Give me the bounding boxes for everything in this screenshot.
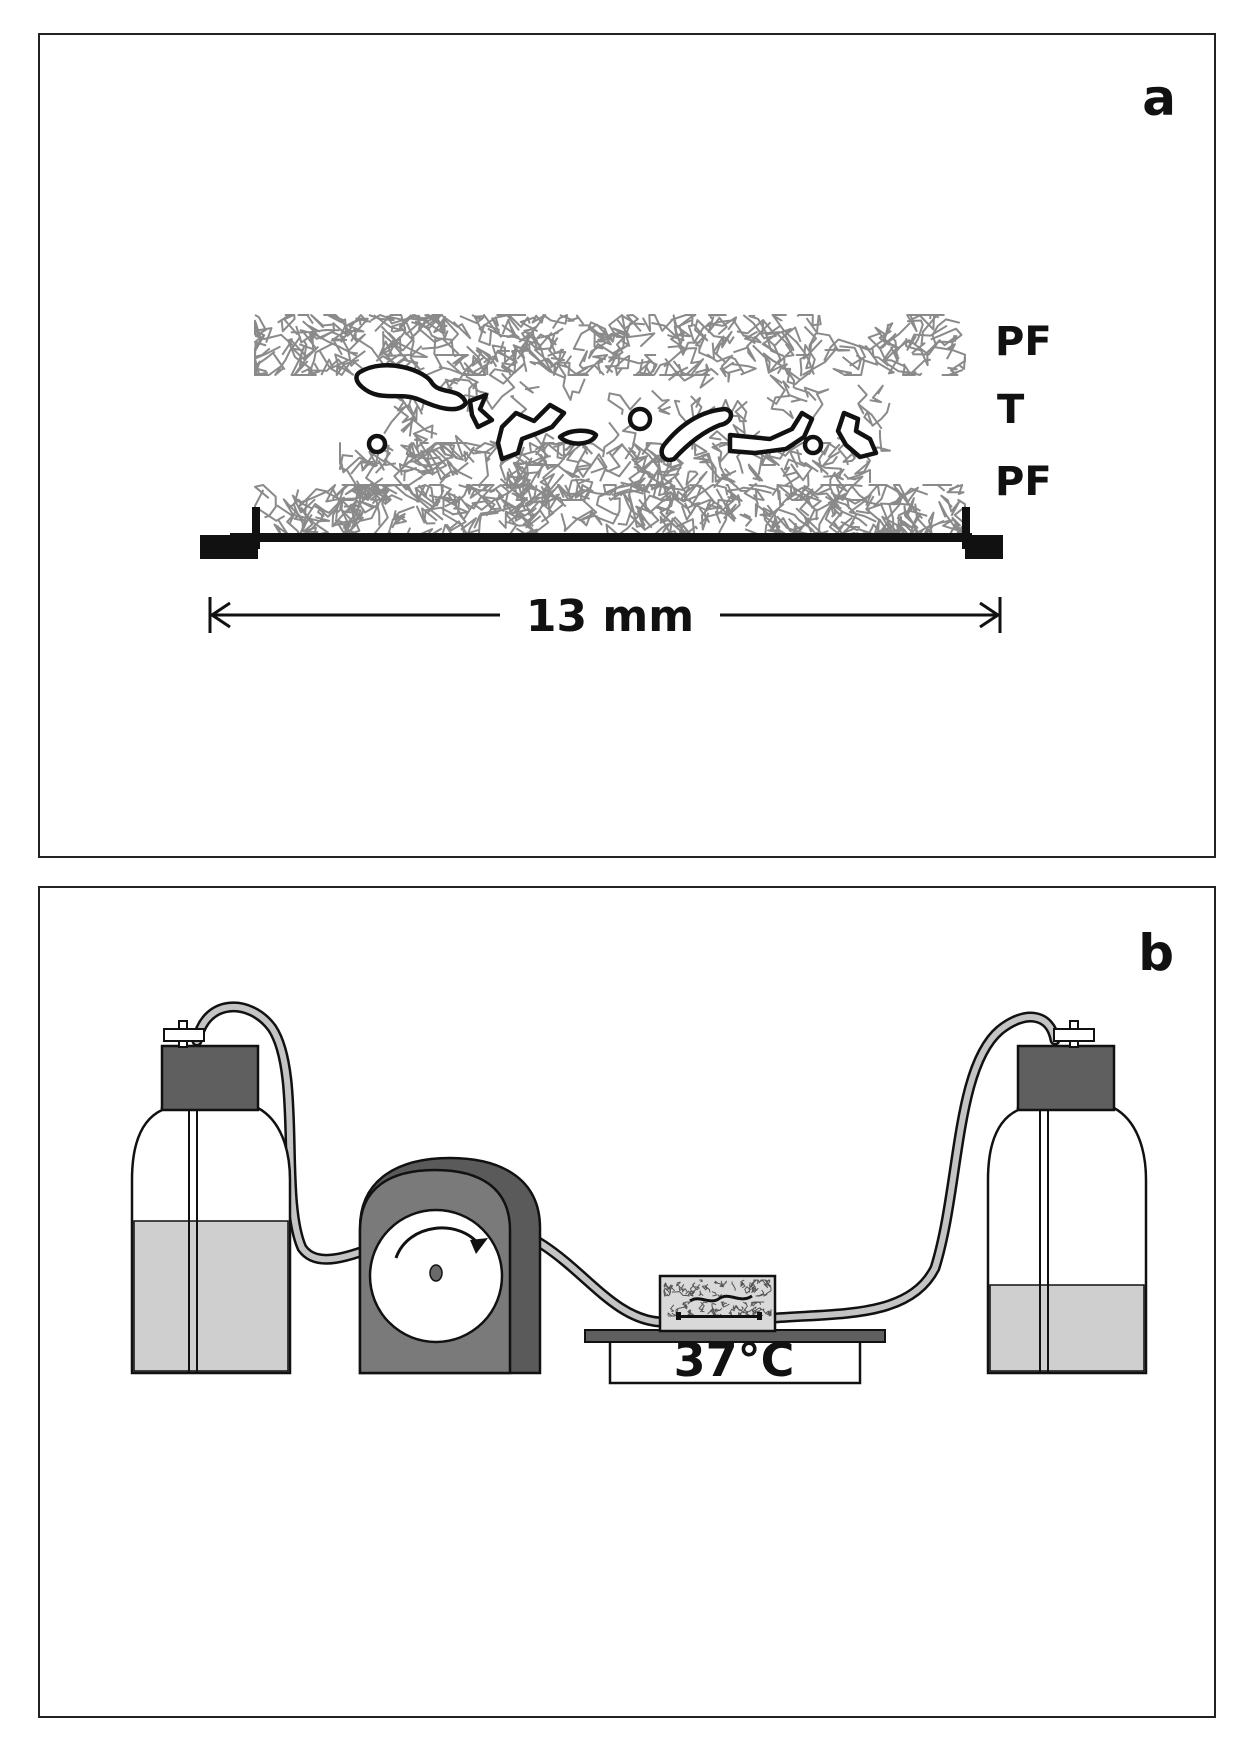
temperature-label: 37°C (674, 1333, 795, 1387)
perfusion-diagram: 37°C (130, 1001, 1148, 1387)
left-reservoir-bottle (130, 1020, 292, 1375)
tissue-fragment (354, 363, 469, 412)
scaffold-diagram: PF T PF 13 mm (200, 314, 1052, 642)
tissue-fragment (495, 402, 567, 462)
panel-a-letter: a (1142, 69, 1176, 127)
dimension-label: 13 mm (526, 591, 694, 642)
tissue-fragment (557, 428, 599, 446)
tissue-fragment (802, 434, 824, 456)
tubing (191, 1001, 1061, 1328)
tissue-fragment (366, 433, 388, 455)
perfusion-chamber (658, 1274, 777, 1333)
peristaltic-pump (358, 1156, 542, 1375)
panel-b-letter: b (1138, 924, 1174, 982)
layer-label-middle: T (997, 387, 1025, 433)
tissue-fragment (727, 410, 815, 456)
layer-label-top: PF (995, 319, 1052, 365)
panel-a-scaffold-cross-section: a PF T PF (38, 33, 1216, 858)
heating-stage (584, 1329, 886, 1385)
tissue-fragment (835, 410, 879, 460)
layer-label-bottom: PF (995, 459, 1052, 505)
membrane-holder (200, 507, 1003, 559)
panel-b-perfusion-setup: b (38, 886, 1216, 1718)
chamber-scaffold (663, 1279, 772, 1317)
right-reservoir-bottle (986, 1020, 1148, 1375)
tissue-fragment (659, 406, 734, 463)
tissue-fragments (354, 363, 879, 463)
dimension-arrow (208, 597, 1002, 633)
tissue-fragment (467, 392, 495, 430)
tissue-fragment (627, 406, 653, 432)
